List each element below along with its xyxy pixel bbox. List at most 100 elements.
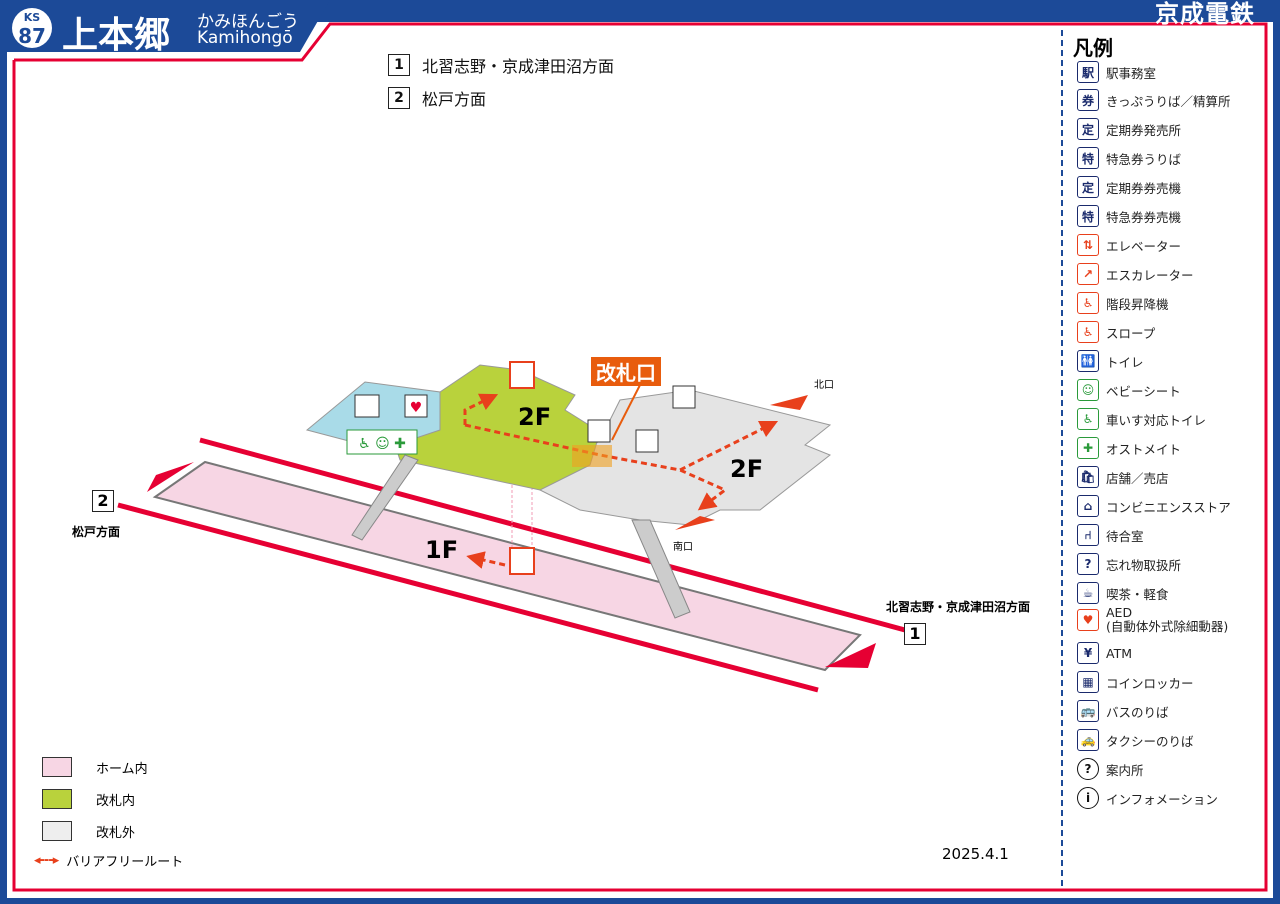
- lost-and-found-icon: ?: [1077, 553, 1099, 575]
- floor-label-2f: 2F: [518, 403, 551, 431]
- date: 2025.4.1: [942, 845, 1009, 863]
- elevator-icon: [509, 547, 535, 575]
- legend-label: スロープ: [1106, 325, 1156, 341]
- direction-arrow-left: [147, 462, 194, 492]
- legend-label: ベビーシート: [1106, 383, 1181, 399]
- shop-icon: 🛍: [1077, 466, 1099, 488]
- information-icon: ?: [1077, 758, 1099, 780]
- key-label: バリアフリールート: [66, 855, 184, 870]
- legend-label: オストメイト: [1106, 441, 1182, 457]
- legend-label: コインロッカー: [1106, 675, 1194, 691]
- ticket-gate-label: 改札口: [591, 357, 661, 386]
- south-exit-arrow: [675, 516, 715, 530]
- legend-label: 定期券発売所: [1106, 122, 1182, 138]
- svg-text:♿ ☺ ✚: ♿ ☺ ✚: [358, 436, 406, 452]
- legend-label: 特急券うりば: [1106, 151, 1182, 167]
- key-label: 改札内: [96, 793, 136, 809]
- elevator-icon: [509, 361, 535, 389]
- track-2-number: 2: [92, 490, 114, 512]
- station-office-icon: 駅: [1077, 61, 1099, 83]
- station-kana: かみほんごう: [197, 12, 299, 32]
- accessible-toilet-icon: ♿: [1077, 408, 1099, 430]
- commuter-pass-office-icon: 定: [1077, 118, 1099, 140]
- track-2-label: 松戸方面: [72, 525, 121, 539]
- key-platform: ホーム内: [42, 757, 148, 777]
- legend-label: 特急券券売機: [1106, 209, 1182, 225]
- legend-label: エスカレーター: [1106, 267, 1194, 283]
- legend-label: 定期券券売機: [1106, 180, 1182, 196]
- legend-item: ☺ベビーシート: [1077, 379, 1181, 401]
- legend-sublabel: (自動体外式除細動器): [1106, 619, 1229, 634]
- direction-label: 松戸方面: [422, 90, 487, 109]
- aed-icon: [404, 394, 428, 418]
- legend-label: 案内所: [1106, 762, 1144, 778]
- key-inside-gate: 改札内: [42, 789, 135, 809]
- legend-label: エレベーター: [1106, 238, 1182, 254]
- company-logo: 京成電鉄: [1155, 0, 1255, 28]
- direction-label: 北習志野・京成津田沼方面: [422, 57, 615, 76]
- line-code: KS: [23, 11, 41, 24]
- legend-label: 駅事務室: [1106, 65, 1157, 81]
- track-1-number: 1: [904, 623, 926, 645]
- stair-lift-icon: ♿: [1077, 292, 1099, 314]
- legend-label: 階段昇降機: [1106, 296, 1169, 312]
- legend-item: 🚻 トイレ: [1077, 350, 1144, 372]
- legend-label: 店舗／売店: [1106, 470, 1169, 486]
- legend-label: コンビニエンスストア: [1106, 499, 1231, 515]
- legend-item: ♿車いす対応トイレ: [1077, 408, 1206, 430]
- bus-icon: 🚌: [1077, 700, 1099, 722]
- platform: [152, 460, 862, 672]
- direction-1: 1 北習志野・京成津田沼方面: [388, 53, 614, 77]
- legend-label: 忘れ物取扱所: [1106, 557, 1182, 573]
- legend-label: きっぷうりば／精算所: [1106, 93, 1231, 109]
- ticket-machine-icon: [587, 419, 611, 443]
- legend-title: 凡例: [1073, 36, 1113, 60]
- legend-label: トイレ: [1106, 354, 1144, 370]
- staircase-south: [631, 519, 691, 619]
- concourse-inside-gate: [394, 364, 601, 491]
- taxi-icon: 🚕: [1077, 729, 1099, 751]
- floor-label-1f: 1F: [425, 536, 458, 564]
- ticket-office-icon: 券: [1077, 89, 1099, 111]
- floor-label-2f-east: 2F: [730, 455, 763, 483]
- key-barrier-free: ◂‑‑‑▸バリアフリールート: [34, 853, 184, 870]
- legend-item: 🛍 店舗／売店: [1077, 466, 1169, 488]
- staircase-west: [351, 454, 419, 541]
- station-diagram: ♥ ♿ ☺ ✚ 2F 2F 1F 北口 南口: [117, 361, 906, 693]
- legend-label: バスのりば: [1106, 704, 1169, 720]
- key-label: 改札外: [96, 825, 136, 841]
- track-line-1: [199, 437, 906, 633]
- info-icon: i: [1077, 787, 1099, 809]
- svg-text:♥: ♥: [410, 400, 423, 416]
- limited-express-machine-icon: 特: [1077, 205, 1099, 227]
- south-exit-label: 南口: [673, 540, 693, 553]
- direction-number: 2: [388, 87, 410, 109]
- direction-arrow-right: [825, 643, 876, 668]
- legend-label: ATM: [1106, 645, 1133, 661]
- direction-2: 2 松戸方面: [388, 86, 486, 110]
- legend-item: ↗エスカレーター: [1077, 263, 1194, 285]
- legend-item: 特特急券うりば: [1077, 147, 1181, 169]
- legend-item: 券きっぷうりば／精算所: [1077, 89, 1231, 111]
- legend-item: ☕喫茶・軽食: [1077, 582, 1169, 604]
- legend-item: 特特急券券売機: [1077, 205, 1181, 227]
- legend-item: ♿ 階段昇降機: [1077, 292, 1169, 314]
- slope-icon: ♿: [1077, 321, 1099, 343]
- legend-item: 定定期券券売機: [1077, 176, 1181, 198]
- legend-item: ▦コインロッカー: [1077, 671, 1194, 693]
- toilet-icon: [354, 394, 380, 418]
- atm-icon: ¥: [1077, 642, 1099, 664]
- direction-number: 1: [388, 54, 410, 76]
- legend-item: 駅駅事務室: [1077, 61, 1156, 83]
- legend-item: ⇅エレベーター: [1077, 234, 1181, 256]
- legend-item: ♥AED(自動体外式除細動器): [1077, 606, 1228, 634]
- aed-icon: ♥: [1077, 609, 1099, 631]
- track-1-label: 北習志野・京成津田沼方面: [886, 600, 1031, 614]
- legend-item: ? 忘れ物取扱所: [1077, 553, 1181, 575]
- legend-item: ♿ スロープ: [1077, 321, 1155, 343]
- toilet-icon: 🚻: [1077, 350, 1099, 372]
- waiting-room-icon: ⑁: [1077, 524, 1099, 546]
- legend-item: 🚕タクシーのりば: [1077, 729, 1194, 751]
